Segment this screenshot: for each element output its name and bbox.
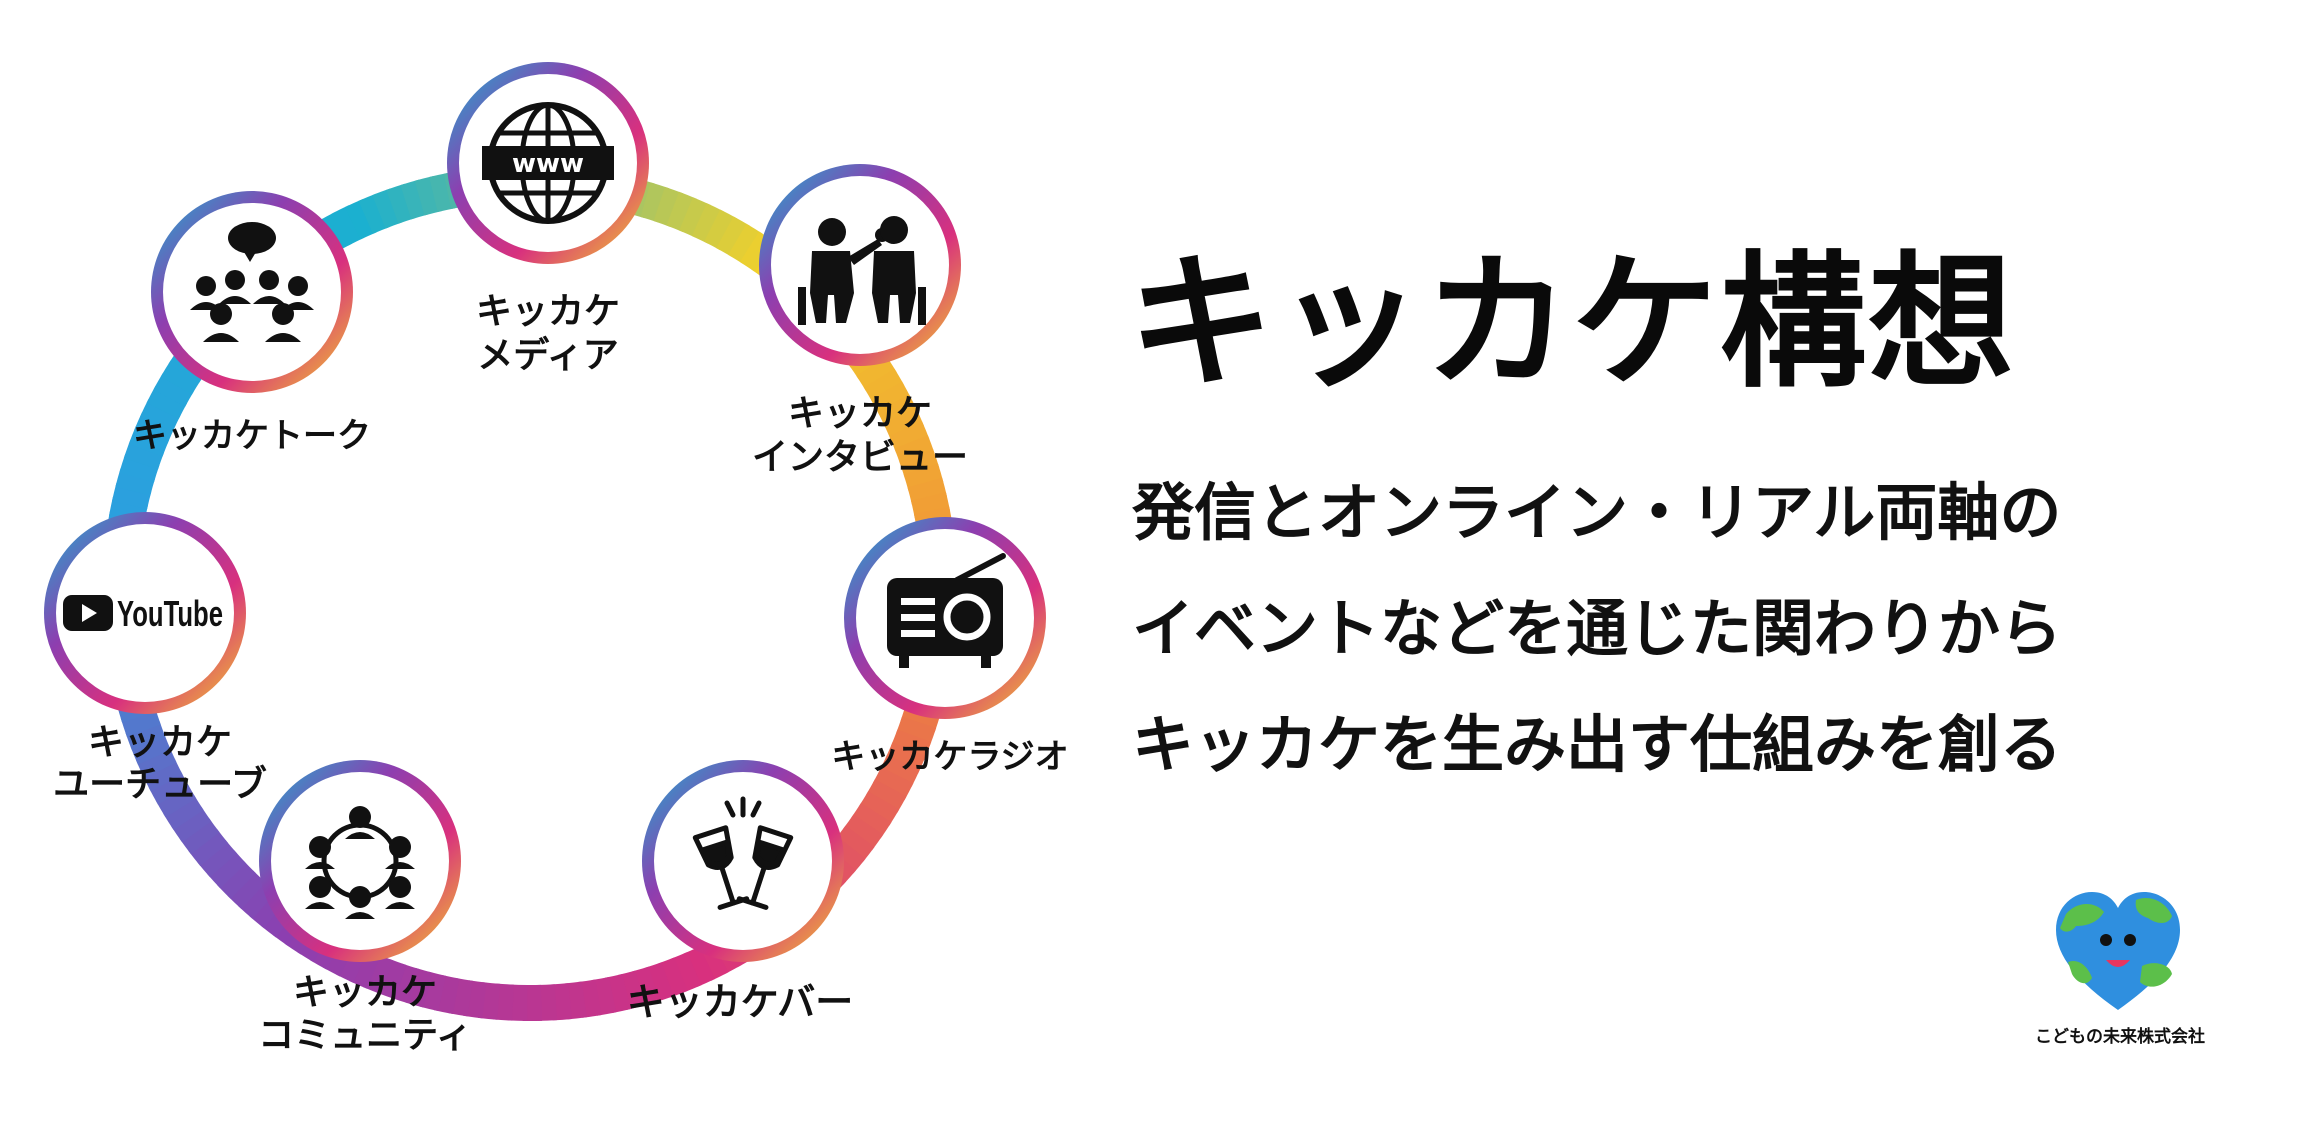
label-youtube: キッカケ ユーチューブ: [53, 722, 267, 805]
description: 発信とオンライン・リアル両軸の イベントなどを通じた関わりから キッカケを生み出…: [1132, 455, 2062, 803]
company-name: こどもの未来株式会社: [2020, 1022, 2220, 1047]
svg-text:キッカケ: キッカケ: [88, 722, 232, 763]
www-text: www: [512, 149, 584, 179]
svg-text:コミュニティ: コミュニティ: [258, 1015, 472, 1056]
svg-text:インタビュー: インタビュー: [752, 437, 968, 478]
description-line: 発信とオンライン・リアル両軸の: [1132, 455, 2062, 571]
description-line: キッカケを生み出す仕組みを創る: [1132, 687, 2062, 803]
label-radio: キッカケラジオ: [831, 737, 1068, 777]
svg-text:キッカケバー: キッカケバー: [627, 980, 853, 1024]
svg-text:キッカケ: キッカケ: [476, 291, 620, 332]
label-media: キッカケ メディア: [476, 291, 620, 376]
page-title: キッカケ構想: [1128, 250, 2016, 396]
node-interview: キッカケ インタビュー: [752, 164, 968, 478]
heart-earth-logo: [2056, 892, 2180, 1010]
description-line: イベントなどを通じた関わりから: [1132, 571, 2062, 687]
svg-text:キッカケラジオ: キッカケラジオ: [831, 737, 1068, 777]
node-community: キッカケ コミュニティ: [258, 760, 472, 1056]
svg-text:ユーチューブ: ユーチューブ: [53, 763, 267, 805]
node-bar: キッカケバー: [627, 760, 853, 1024]
label-talk: キッカケトーク: [133, 416, 371, 456]
youtube-wordmark: YouTube: [117, 593, 223, 634]
svg-text:キッカケ: キッカケ: [788, 393, 932, 434]
svg-text:キッカケ: キッカケ: [293, 972, 437, 1013]
label-interview: キッカケ インタビュー: [752, 393, 968, 478]
node-youtube: YouTube キッカケ ユーチューブ: [44, 512, 267, 805]
svg-text:メディア: メディア: [477, 334, 618, 376]
node-radio: キッカケラジオ: [831, 517, 1068, 777]
svg-text:キッカケトーク: キッカケトーク: [133, 416, 371, 456]
node-media: www キッカケ メディア: [447, 62, 649, 376]
label-bar: キッカケバー: [627, 980, 853, 1024]
youtube-logo-icon: YouTube: [63, 593, 223, 634]
